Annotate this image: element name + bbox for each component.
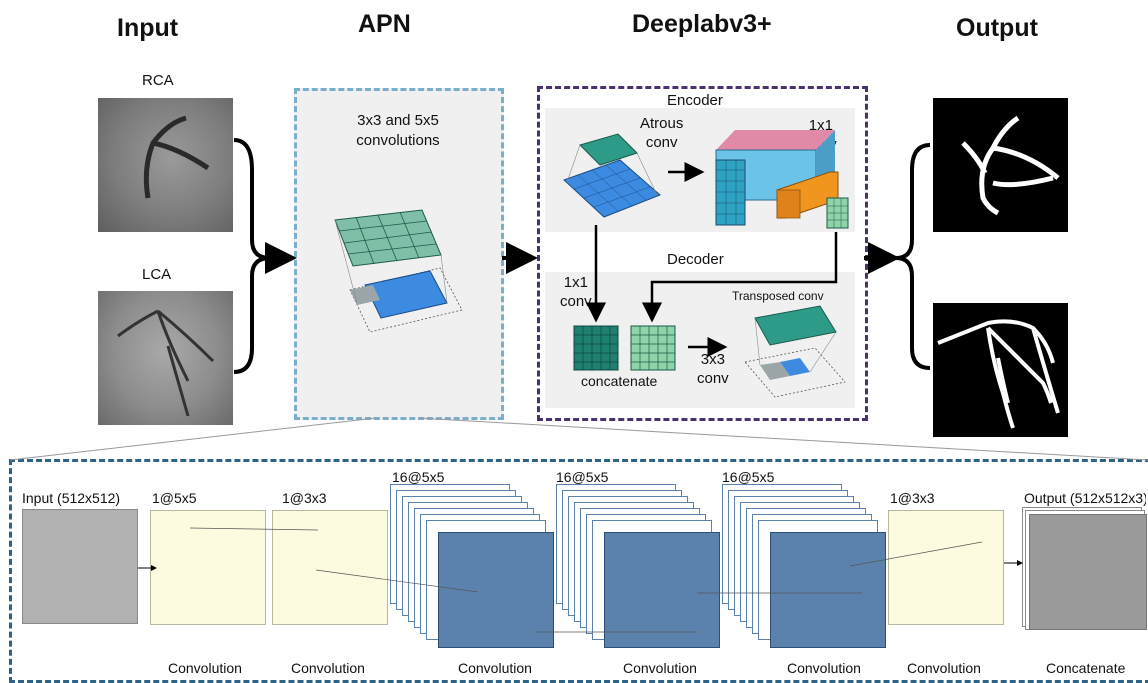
rca-label: RCA [142,72,174,89]
layer-7-bottom-label: Concatenate [1046,660,1126,676]
rca-vessel-shape [143,115,210,199]
decoder-teal-block [573,325,619,371]
layer-3-top-label: 16@5x5 [392,469,445,485]
encoder-1x1-line1: 1x1 [808,117,833,134]
conv16-stack-2 [556,484,726,654]
decoder-green-block [630,325,676,371]
header-apn: APN [358,10,411,38]
layer-2-bottom-label: Convolution [291,660,365,676]
output-split-brace [895,143,931,370]
atrous-conv-label: Atrous conv [640,114,683,152]
apn-caption-line2: convolutions [356,132,440,149]
decoder-1x1-line2: conv [560,293,592,310]
layer-6-top-label: 1@3x3 [890,490,935,506]
output-stack [1022,507,1148,631]
lca-segmentation-vessels [937,319,1060,429]
layer-1-bottom-label: Convolution [168,660,242,676]
header-output: Output [956,14,1038,42]
receptive-field-lines [189,527,983,633]
layer-3-bottom-label: Convolution [458,660,532,676]
layer-4-bottom-label: Convolution [623,660,697,676]
lca-label: LCA [142,266,172,283]
rca-angiogram-image [98,98,233,232]
zoom-line-left [9,417,377,461]
apn-caption-line1: 3x3 and 5x5 [357,112,439,129]
layer-1-top-label: 1@5x5 [152,490,197,506]
conv16-stack-3 [722,484,892,654]
layer-4-top-label: 16@5x5 [556,469,609,485]
decoder-3x3-line2: conv [697,370,729,387]
layer-7-top-label: Output (512x512x3) [1024,490,1146,506]
transposed-conv-label: Transposed conv [732,289,824,303]
decoder-label: Decoder [667,251,724,268]
lca-segmentation-output [933,303,1068,437]
encoder-output-arrow [642,232,838,323]
layer-0-top-label: Input (512x512) [22,490,121,506]
input-feature-map [22,509,138,624]
lca-angiogram-image [98,291,233,425]
concatenate-label: concatenate [581,373,658,389]
apn-conv-illustration [334,209,463,333]
lca-vessel-shape [117,309,215,417]
rca-segmentation-output [933,98,1068,232]
conv3x3-feature-map [272,510,388,625]
transposed-conv-illustration [744,305,846,398]
header-input: Input [117,14,179,42]
atrous-conv-illustration [563,133,661,218]
layer-5-bottom-label: Convolution [787,660,861,676]
rca-segmentation-vessels [961,115,1060,216]
conv16-stack-1 [390,484,560,654]
layer-5-top-label: 16@5x5 [722,469,775,485]
decoder-1x1-conv-label: 1x1 conv [560,273,592,311]
apn-caption: 3x3 and 5x5 convolutions [296,111,500,151]
header-deeplab: Deeplabv3+ [632,10,772,38]
atrous-line2: conv [645,134,678,151]
layer-6-bottom-label: Convolution [907,660,981,676]
zoom-line-right [417,417,1148,461]
input-merge-brace [233,138,271,374]
atrous-line1: Atrous [640,115,684,132]
encoder-feature-blocks [715,130,849,229]
decoder-1x1-line1: 1x1 [563,274,588,291]
encoder-label: Encoder [667,92,723,109]
layer-2-top-label: 1@3x3 [282,490,327,506]
final-conv3x3-feature-map [888,510,1004,625]
